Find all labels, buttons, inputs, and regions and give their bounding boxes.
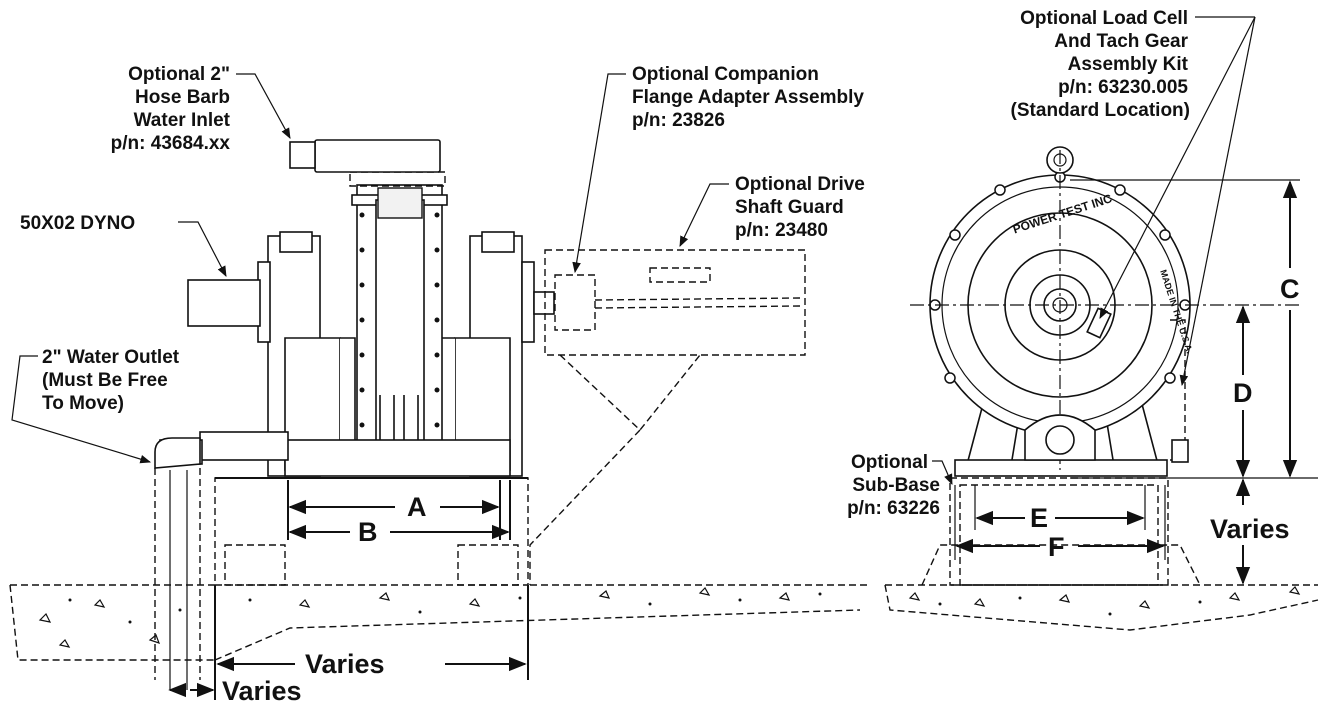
dimension-varies-base: Varies bbox=[214, 585, 529, 700]
dimension-e: E bbox=[974, 485, 1146, 533]
dyno-label: 50X02 DYNO bbox=[20, 213, 135, 234]
callout-drive-shaft-guard: Optional Drive Shaft Guard p/n: 23480 bbox=[679, 174, 865, 247]
dim-varies-base: Varies bbox=[305, 649, 385, 679]
hose-barb-line2: Hose Barb bbox=[135, 87, 230, 108]
callout-load-cell: Optional Load Cell And Tach Gear Assembl… bbox=[1011, 8, 1256, 387]
callout-dyno: 50X02 DYNO bbox=[20, 213, 227, 277]
dim-f-label: F bbox=[1048, 532, 1065, 562]
load-cell-line1: Optional Load Cell bbox=[1020, 8, 1188, 29]
guard-line1: Optional Drive bbox=[735, 174, 865, 195]
guard-line3: p/n: 23480 bbox=[735, 220, 828, 241]
callout-sub-base: Optional Sub-Base p/n: 63226 bbox=[847, 452, 953, 519]
dimension-f: F bbox=[954, 485, 1166, 562]
dimension-d: D bbox=[1233, 305, 1253, 478]
floor-right bbox=[884, 544, 1319, 631]
hose-barb-line1: Optional 2" bbox=[128, 64, 230, 85]
load-cell-line2: And Tach Gear bbox=[1054, 31, 1188, 52]
floor-left bbox=[9, 584, 870, 661]
sub-base-line2: Sub-Base bbox=[852, 475, 940, 496]
dimension-b: B bbox=[288, 480, 511, 547]
hose-barb-line3: Water Inlet bbox=[134, 110, 231, 131]
sub-base-line1: Optional bbox=[851, 452, 928, 473]
callout-water-outlet: 2" Water Outlet (Must Be Free To Move) bbox=[11, 347, 180, 464]
dyno-end-view: POWER TEST INC MADE IN THE U.S.A. bbox=[910, 146, 1300, 586]
dimension-varies-right: Varies bbox=[1210, 478, 1290, 585]
dim-b-label: B bbox=[358, 517, 378, 547]
water-outlet-line1: 2" Water Outlet bbox=[42, 347, 180, 368]
drive-shaft-guard bbox=[529, 249, 806, 585]
water-outlet-pipe bbox=[154, 431, 289, 469]
dimension-c: C bbox=[1070, 179, 1318, 479]
load-cell-line4: p/n: 63230.005 bbox=[1058, 77, 1188, 98]
hose-barb-line4: p/n: 43684.xx bbox=[111, 133, 231, 154]
dim-e-label: E bbox=[1030, 503, 1048, 533]
companion-line1: Optional Companion bbox=[632, 64, 819, 85]
dimension-varies-outlet: Varies bbox=[168, 676, 302, 706]
hose-barb-inlet bbox=[289, 139, 441, 173]
sub-base-line3: p/n: 63226 bbox=[847, 498, 940, 519]
callout-hose-barb: Optional 2" Hose Barb Water Inlet p/n: 4… bbox=[111, 64, 291, 154]
water-outlet-line2: (Must Be Free bbox=[42, 370, 168, 391]
dim-a-label: A bbox=[407, 492, 427, 522]
dim-varies-right: Varies bbox=[1210, 514, 1290, 544]
outlet-drain bbox=[154, 468, 201, 690]
companion-line2: Flange Adapter Assembly bbox=[632, 87, 864, 108]
water-outlet-line3: To Move) bbox=[42, 393, 124, 414]
dyno-side-view bbox=[154, 139, 555, 479]
dim-d-label: D bbox=[1233, 378, 1253, 408]
companion-line3: p/n: 23826 bbox=[632, 110, 725, 131]
guard-line2: Shaft Guard bbox=[735, 197, 844, 218]
load-cell-line5: (Standard Location) bbox=[1011, 100, 1190, 121]
dim-varies-outlet: Varies bbox=[222, 676, 302, 706]
load-cell-line3: Assembly Kit bbox=[1068, 54, 1189, 75]
callout-companion-flange: Optional Companion Flange Adapter Assemb… bbox=[572, 64, 864, 274]
dim-c-label: C bbox=[1280, 274, 1300, 304]
